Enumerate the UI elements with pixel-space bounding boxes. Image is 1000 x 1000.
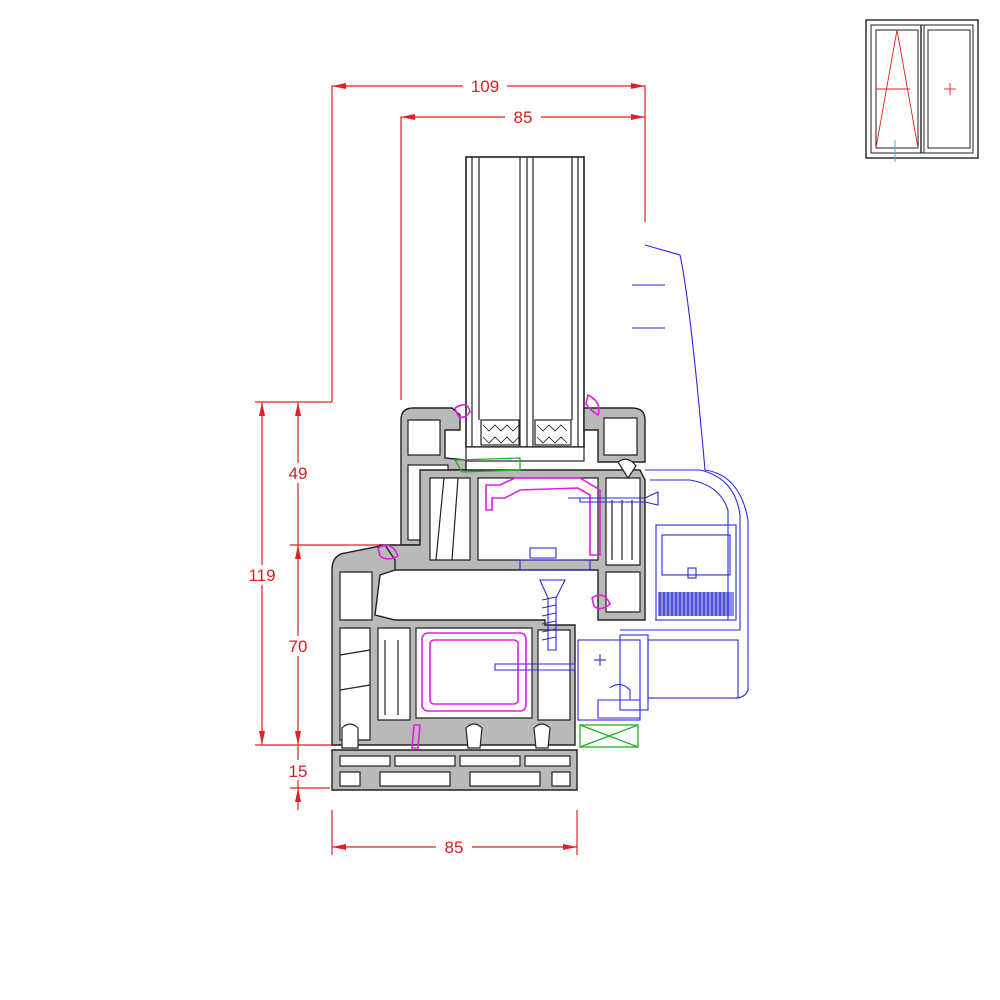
triple-glazing-unit bbox=[465, 156, 585, 462]
sash-profile bbox=[379, 407, 646, 621]
dimension-119: 119 bbox=[240, 401, 340, 746]
dimension-85-bottom: 85 bbox=[331, 810, 578, 857]
glazing-bead-strip bbox=[453, 457, 639, 748]
dimension-15: 15 bbox=[280, 745, 330, 810]
dimension-49: 49 bbox=[280, 402, 395, 546]
steel-reinforcements bbox=[377, 393, 611, 749]
tilt-turn-hardware bbox=[494, 244, 749, 721]
frame-profile bbox=[331, 544, 578, 791]
dimension-85-top: 85 bbox=[400, 108, 645, 400]
dimension-label-119: 119 bbox=[248, 566, 275, 585]
dimension-label-49: 49 bbox=[289, 464, 308, 483]
dimension-label-15: 15 bbox=[289, 762, 308, 781]
gaskets bbox=[341, 458, 637, 749]
window-elevation-thumbnail bbox=[865, 19, 979, 162]
dimension-label-85-bottom: 85 bbox=[445, 838, 464, 857]
dimension-label-109: 109 bbox=[471, 77, 499, 96]
dimension-label-85-top: 85 bbox=[514, 108, 533, 127]
dimension-109: 109 bbox=[331, 77, 646, 402]
dimension-label-70: 70 bbox=[289, 637, 308, 656]
dimension-70: 70 bbox=[280, 545, 316, 745]
